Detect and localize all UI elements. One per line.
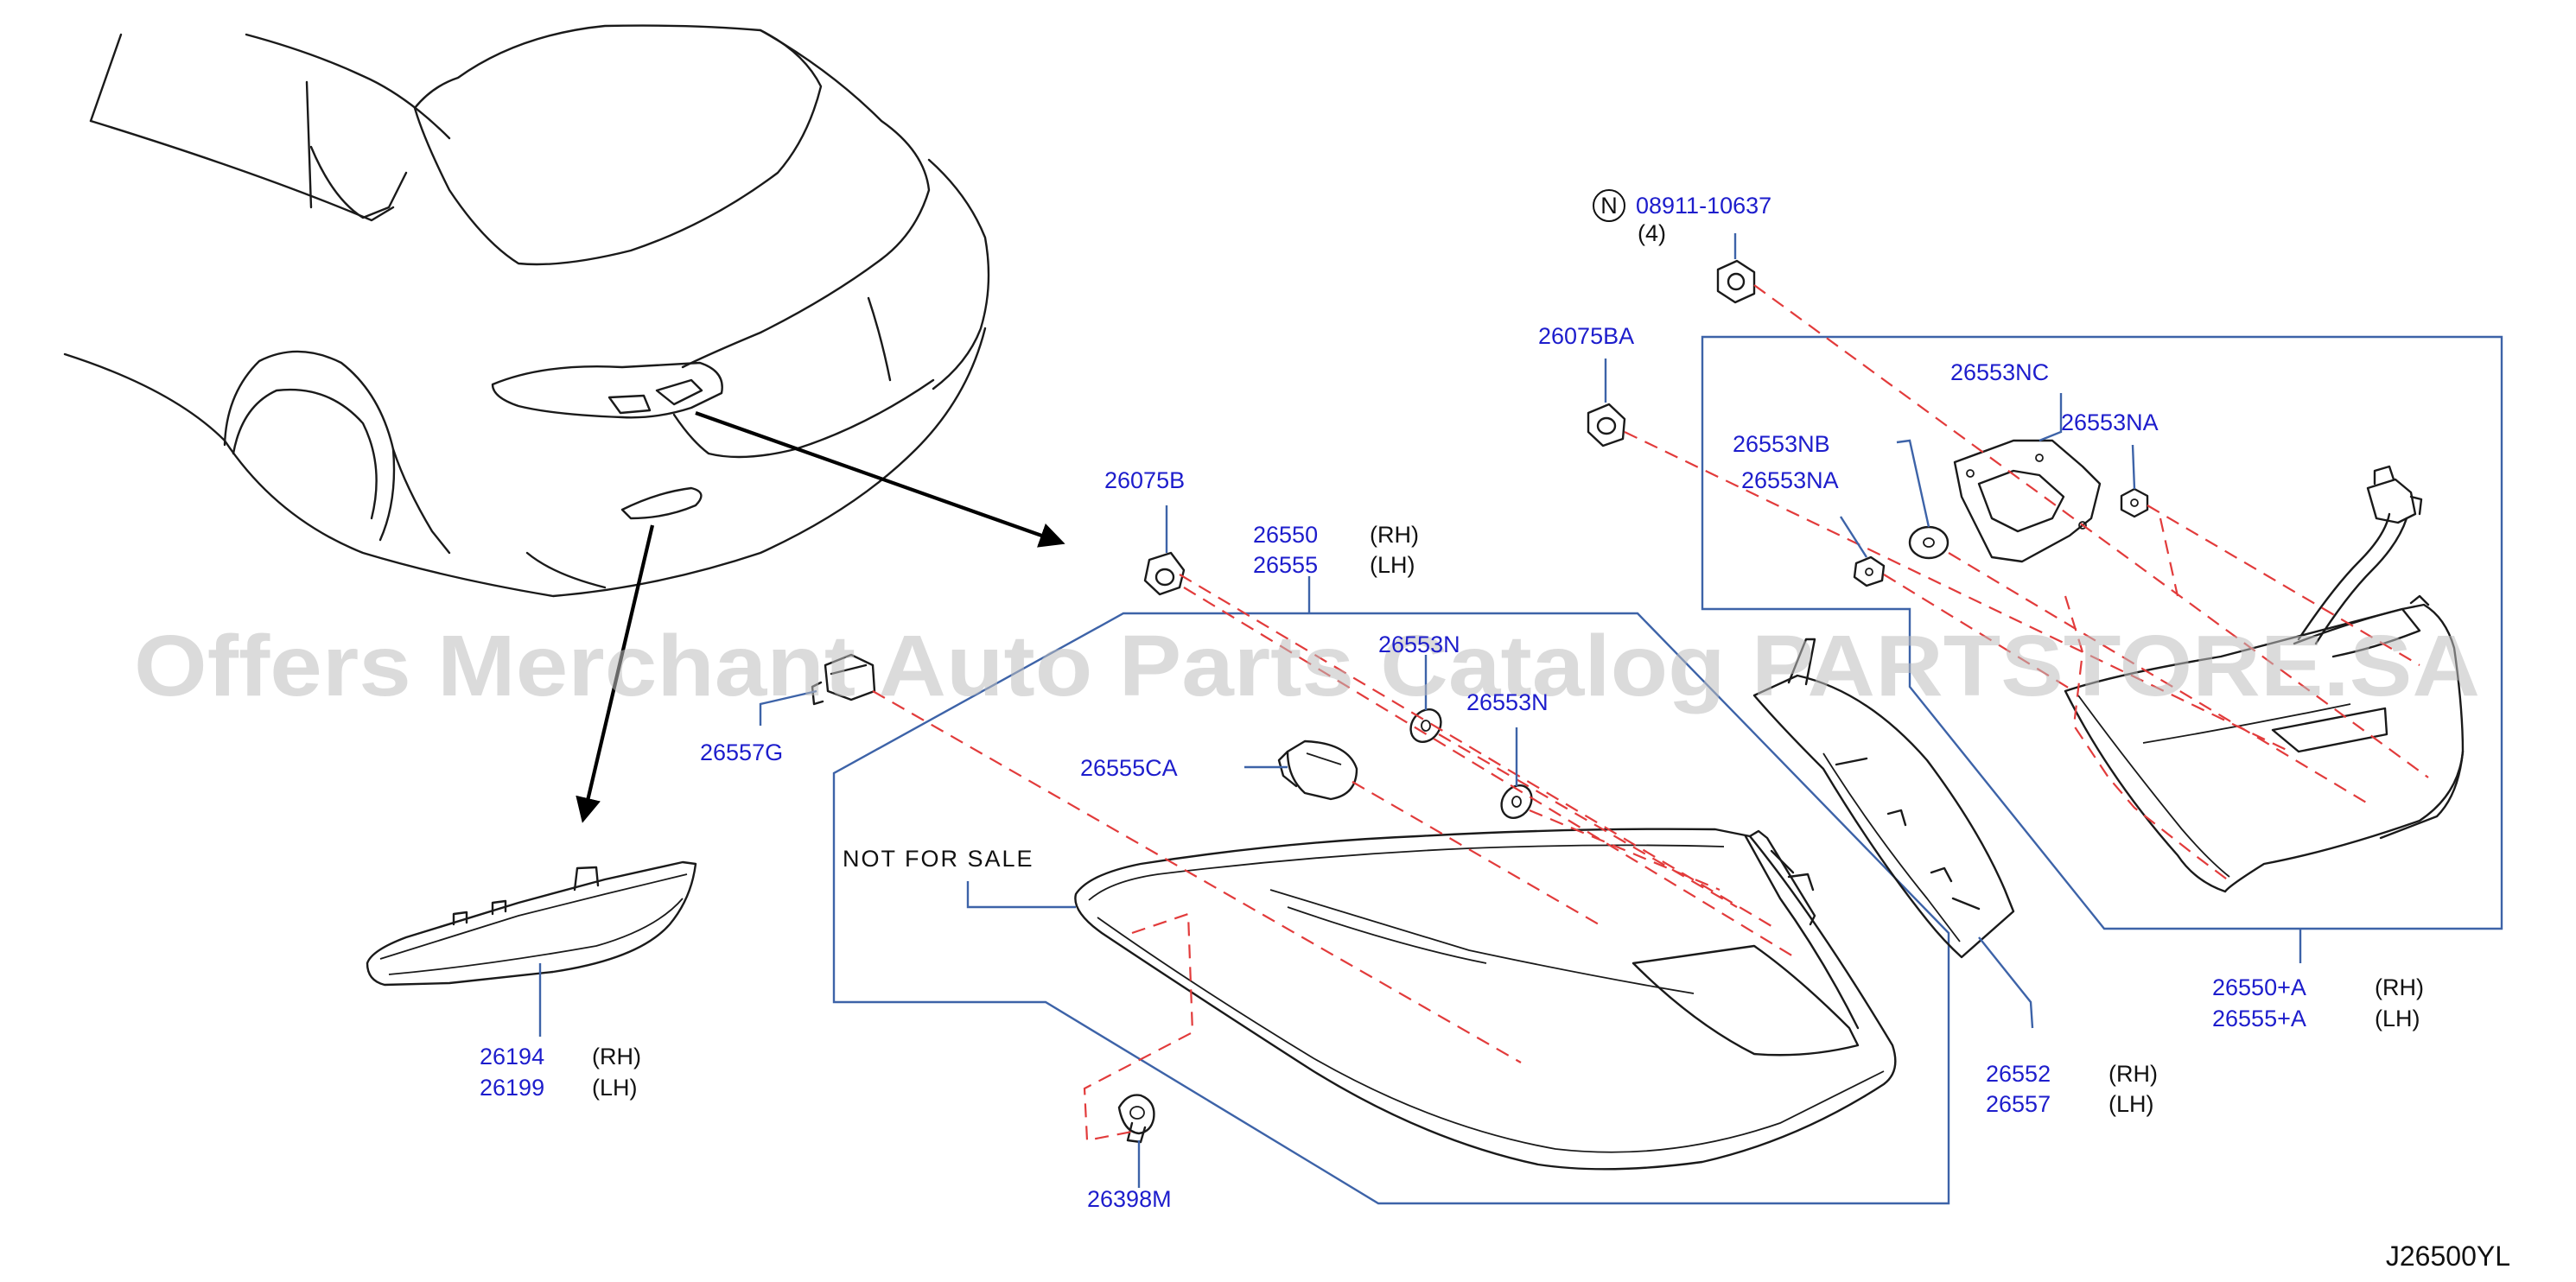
label-26194: 26194 xyxy=(480,1044,544,1069)
nut-08911-10637 xyxy=(1716,259,1756,304)
car-rear-illustration xyxy=(63,24,990,598)
label-26398M: 26398M xyxy=(1087,1186,1172,1212)
label-26553NA-top: 26553NA xyxy=(2061,409,2159,435)
label-26557-side: (LH) xyxy=(2109,1091,2154,1117)
label-26194-side: (RH) xyxy=(592,1044,641,1069)
washer-26553N-a xyxy=(1409,708,1442,743)
label-26550A: 26550+A xyxy=(2212,974,2306,1000)
grommet-26075BA xyxy=(1587,403,1626,447)
label-26555A: 26555+A xyxy=(2212,1006,2306,1031)
callout-arrow-side-marker xyxy=(576,524,655,823)
leader-lines xyxy=(538,233,2302,1188)
bulb-26555CA xyxy=(1277,739,1358,801)
label-26555-side: (LH) xyxy=(1370,552,1415,578)
label-26555: 26555 xyxy=(1253,552,1318,578)
label-26555A-side: (LH) xyxy=(2375,1006,2420,1031)
washer-26553N-b xyxy=(1500,784,1533,819)
diagram-code: J26500YL xyxy=(2386,1241,2510,1272)
label-26550-side: (RH) xyxy=(1370,522,1419,548)
outer-lamp-group-frame xyxy=(832,612,1950,1205)
callout-arrow-tail-lamp xyxy=(695,411,1065,548)
assembly-lines xyxy=(872,284,2429,1142)
nut-26553NA-mid xyxy=(1853,555,1886,587)
label-26557: 26557 xyxy=(1986,1091,2051,1117)
label-26553NC: 26553NC xyxy=(1950,359,2049,385)
grommet-26075B xyxy=(1143,551,1186,596)
bracket-26553NC xyxy=(1953,439,2102,563)
label-26552-side: (RH) xyxy=(2109,1061,2158,1087)
label-26199-side: (LH) xyxy=(592,1075,638,1101)
label-26550: 26550 xyxy=(1253,522,1318,548)
label-26553NB: 26553NB xyxy=(1733,431,1830,457)
n-symbol-circle xyxy=(1593,189,1625,222)
label-26553N-a: 26553N xyxy=(1378,631,1460,657)
washer-26553NB xyxy=(1908,525,1949,560)
label-26199: 26199 xyxy=(480,1075,544,1101)
not-for-sale-note: NOT FOR SALE xyxy=(843,846,1034,872)
nut-26553NA-top xyxy=(2120,487,2149,518)
watermark-text: Offers Merchant Auto Parts Catalog PARTS… xyxy=(134,618,2480,714)
label-26550A-side: (RH) xyxy=(2375,974,2424,1000)
label-26557G: 26557G xyxy=(700,739,783,765)
label-26553N-b: 26553N xyxy=(1466,689,1549,715)
label-26075B: 26075B xyxy=(1104,467,1185,493)
label-26555CA: 26555CA xyxy=(1080,755,1178,781)
clip-26398M xyxy=(1117,1094,1155,1144)
label-26553NA-mid: 26553NA xyxy=(1741,467,1839,493)
part-labels: N 08911-10637 (4) 26075BA 26553NC 26553N… xyxy=(480,189,2424,1212)
inner-lamp-group-frame xyxy=(1701,335,2503,930)
label-08911-10637: 08911-10637 xyxy=(1636,193,1771,219)
outer-tail-lamp xyxy=(1074,828,1897,1171)
label-08911-qty: (4) xyxy=(1638,220,1666,246)
label-26075BA: 26075BA xyxy=(1538,323,1634,349)
label-26552: 26552 xyxy=(1986,1061,2051,1087)
n-symbol: N xyxy=(1600,193,1618,219)
inner-tail-lamp xyxy=(2064,465,2465,893)
side-marker-lamp xyxy=(366,860,697,987)
lamp-gasket xyxy=(1752,638,2015,959)
